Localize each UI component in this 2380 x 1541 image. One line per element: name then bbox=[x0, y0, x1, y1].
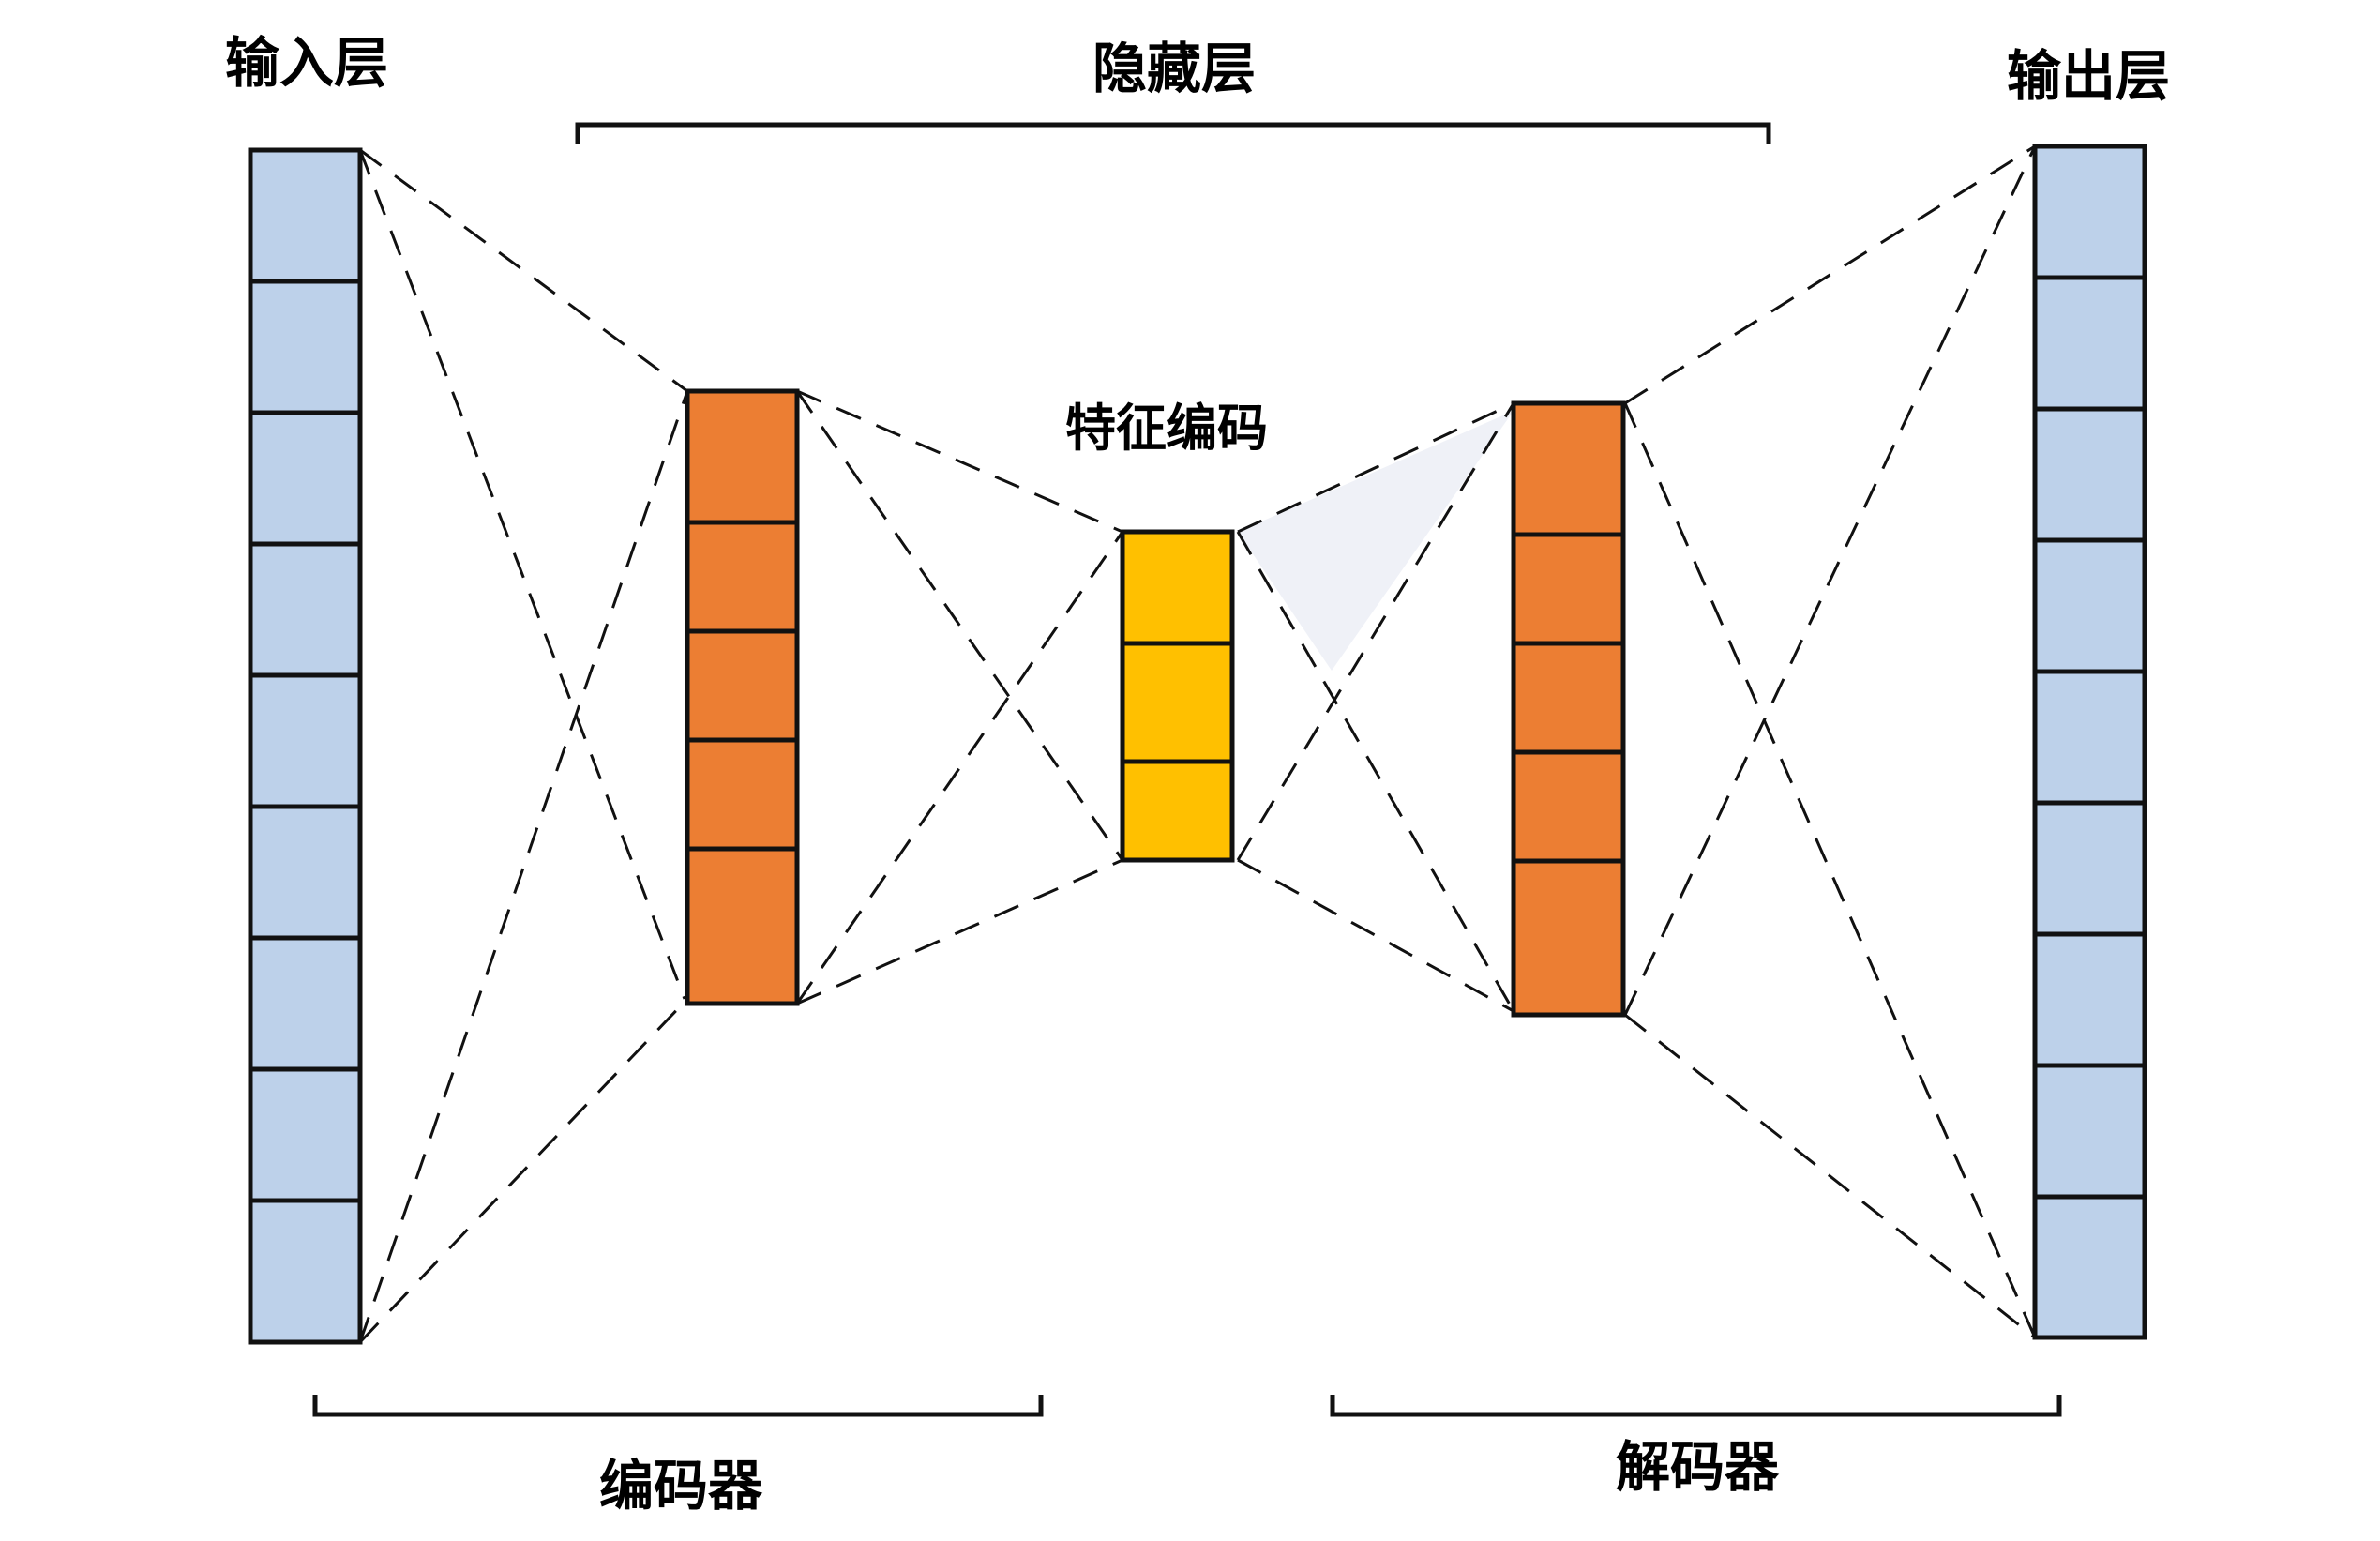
encoder-hidden-cell bbox=[685, 628, 800, 743]
output-cell bbox=[2032, 144, 2147, 280]
code-cell bbox=[1120, 529, 1235, 646]
connection-line bbox=[358, 997, 689, 1344]
decoder-bracket bbox=[1330, 1395, 2062, 1417]
decoder-hidden-layer bbox=[1511, 400, 1626, 1018]
input-cell bbox=[248, 147, 363, 284]
connection-line bbox=[358, 149, 686, 1000]
encoder-label: 编码器 bbox=[599, 1454, 763, 1518]
output-layer bbox=[2032, 144, 2147, 1340]
connection-line bbox=[795, 390, 1124, 861]
feature-code-label: 特征编码 bbox=[1065, 399, 1268, 458]
decoder-hidden-cell bbox=[1511, 858, 1626, 1018]
brackets bbox=[312, 122, 2062, 1417]
connection-line bbox=[1237, 401, 1514, 534]
decoder-label: 解码器 bbox=[1616, 1435, 1780, 1499]
connection-line bbox=[358, 390, 689, 1343]
attention-shade bbox=[1238, 411, 1514, 671]
input-cell bbox=[248, 1198, 363, 1345]
connection-lines bbox=[358, 144, 2037, 1344]
input-cell bbox=[248, 935, 363, 1072]
code-cell bbox=[1120, 641, 1235, 764]
connection-line bbox=[1236, 531, 1515, 1012]
input-cell bbox=[248, 410, 363, 547]
encoder-hidden-cell bbox=[685, 846, 800, 1006]
hidden-layer-bracket bbox=[575, 122, 1771, 144]
input-layer bbox=[248, 147, 363, 1345]
encoder-hidden-layer bbox=[685, 388, 800, 1006]
decoder-hidden-cell bbox=[1511, 749, 1626, 864]
decoder-hidden-cell bbox=[1511, 532, 1626, 646]
encoder-hidden-cell bbox=[685, 388, 800, 525]
decoder-hidden-cell bbox=[1511, 400, 1626, 537]
output-cell bbox=[2032, 537, 2147, 674]
input-cell bbox=[248, 541, 363, 678]
output-cell bbox=[2032, 931, 2147, 1068]
connection-line bbox=[796, 389, 1123, 534]
encoder-bracket bbox=[312, 1395, 1044, 1417]
output-layer-label: 输出层 bbox=[2007, 44, 2171, 108]
input-cell bbox=[248, 804, 363, 941]
connection-line bbox=[1624, 1013, 2036, 1339]
connection-line bbox=[1237, 858, 1514, 1013]
connection-line bbox=[1623, 402, 2037, 1338]
connection-line bbox=[795, 531, 1124, 1005]
connection-line bbox=[1623, 145, 2037, 1016]
input-cell bbox=[248, 1066, 363, 1203]
encoder-hidden-cell bbox=[685, 520, 800, 634]
decoder-hidden-cell bbox=[1511, 641, 1626, 755]
output-cell bbox=[2032, 1194, 2147, 1340]
input-cell bbox=[248, 279, 363, 415]
code-cell bbox=[1120, 759, 1235, 863]
code-layer bbox=[1120, 529, 1235, 863]
output-cell bbox=[2032, 406, 2147, 543]
hidden-layer-label: 隐藏层 bbox=[1092, 37, 1257, 100]
connection-line bbox=[796, 858, 1123, 1005]
encoder-hidden-cell bbox=[685, 737, 800, 852]
output-cell bbox=[2032, 1063, 2147, 1200]
connection-line bbox=[1624, 144, 2036, 405]
output-cell bbox=[2032, 669, 2147, 806]
input-layer-label: 输入层 bbox=[225, 31, 389, 95]
output-cell bbox=[2032, 800, 2147, 937]
connection-line bbox=[1236, 402, 1515, 861]
connection-line bbox=[359, 148, 688, 393]
input-cell bbox=[248, 672, 363, 809]
output-cell bbox=[2032, 275, 2147, 412]
